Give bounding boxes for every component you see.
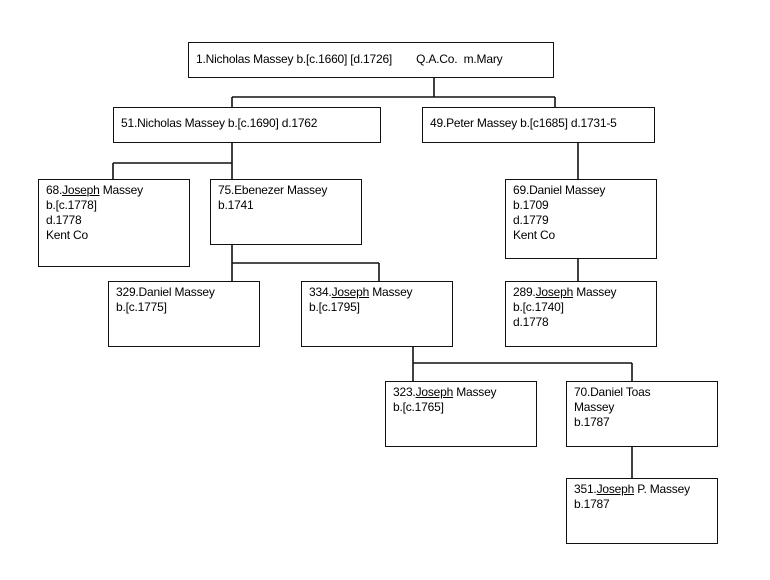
person-1-spouse: m.Mary <box>463 52 503 66</box>
person-334-number: 334. <box>309 285 332 299</box>
person-box-70-daniel-toas-massey: 70.Daniel Toas Massey b.1787 <box>566 381 718 447</box>
person-1-name: 1.Nicholas Massey b.[c.1660] [d.1726] <box>196 52 393 66</box>
person-69-birth: b.1709 <box>513 198 549 212</box>
person-351-number: 351. <box>574 482 597 496</box>
person-323-surname: Massey <box>453 385 497 399</box>
person-69-name: 69.Daniel Massey <box>513 183 606 197</box>
person-289-number: 289. <box>513 285 536 299</box>
person-323-number: 323. <box>393 385 416 399</box>
person-289-surname: Massey <box>573 285 617 299</box>
person-box-334-joseph-massey: 334.Joseph Massey b.[c.1795] <box>301 281 453 347</box>
person-69-death: d.1779 <box>513 213 549 227</box>
person-49-name: 49.Peter Massey b.[c1685] d.1731-5 <box>430 116 617 130</box>
person-334-birth: b.[c.1795] <box>309 300 360 314</box>
person-329-birth: b.[c.1775] <box>116 300 167 314</box>
person-70-name-line1: 70.Daniel Toas <box>574 385 651 399</box>
person-box-289-joseph-massey: 289.Joseph Massey b.[c.1740] d.1778 <box>505 281 657 347</box>
person-box-49-peter-massey: 49.Peter Massey b.[c1685] d.1731-5 <box>422 107 655 143</box>
person-68-death: d.1778 <box>46 213 82 227</box>
person-box-75-ebenezer-massey: 75.Ebenezer Massey b.1741 <box>210 179 362 245</box>
person-68-place: Kent Co <box>46 228 88 242</box>
person-334-surname: Massey <box>369 285 413 299</box>
person-68-given-name: Joseph <box>62 183 100 197</box>
person-box-69-daniel-massey: 69.Daniel Massey b.1709 d.1779 Kent Co <box>505 179 657 259</box>
person-329-name: 329.Daniel Massey <box>116 285 215 299</box>
person-box-1-nicholas-massey: 1.Nicholas Massey b.[c.1660] [d.1726] Q.A… <box>188 42 554 78</box>
person-75-name: 75.Ebenezer Massey <box>218 183 328 197</box>
person-box-329-daniel-massey: 329.Daniel Massey b.[c.1775] <box>108 281 260 347</box>
person-323-birth: b.[c.1765] <box>393 400 444 414</box>
person-289-death: d.1778 <box>513 315 549 329</box>
person-68-surname: Massey <box>99 183 143 197</box>
person-334-given-name: Joseph <box>331 285 370 299</box>
person-box-351-joseph-p-massey: 351.Joseph P. Massey b.1787 <box>566 478 718 544</box>
person-70-name-line2: Massey <box>574 400 615 414</box>
person-323-given-name: Joseph <box>415 385 454 399</box>
person-1-place: Q.A.Co. <box>416 52 458 66</box>
person-box-68-joseph-massey: 68.Joseph Massey b.[c.1778] d.1778 Kent … <box>38 179 190 267</box>
person-351-surname: P. Massey <box>634 482 690 496</box>
person-351-given-name: Joseph <box>596 482 635 496</box>
person-68-number: 68. <box>46 183 63 197</box>
person-box-51-nicholas-massey: 51.Nicholas Massey b.[c.1690] d.1762 <box>113 107 381 143</box>
person-70-birth: b.1787 <box>574 415 610 429</box>
person-69-place: Kent Co <box>513 228 555 242</box>
person-51-name: 51.Nicholas Massey b.[c.1690] d.1762 <box>121 116 318 130</box>
person-351-birth: b.1787 <box>574 497 610 511</box>
person-box-323-joseph-massey: 323.Joseph Massey b.[c.1765] <box>385 381 537 447</box>
person-68-birth: b.[c.1778] <box>46 198 97 212</box>
person-289-birth: b.[c.1740] <box>513 300 564 314</box>
person-289-given-name: Joseph <box>535 285 574 299</box>
person-75-birth: b.1741 <box>218 198 254 212</box>
